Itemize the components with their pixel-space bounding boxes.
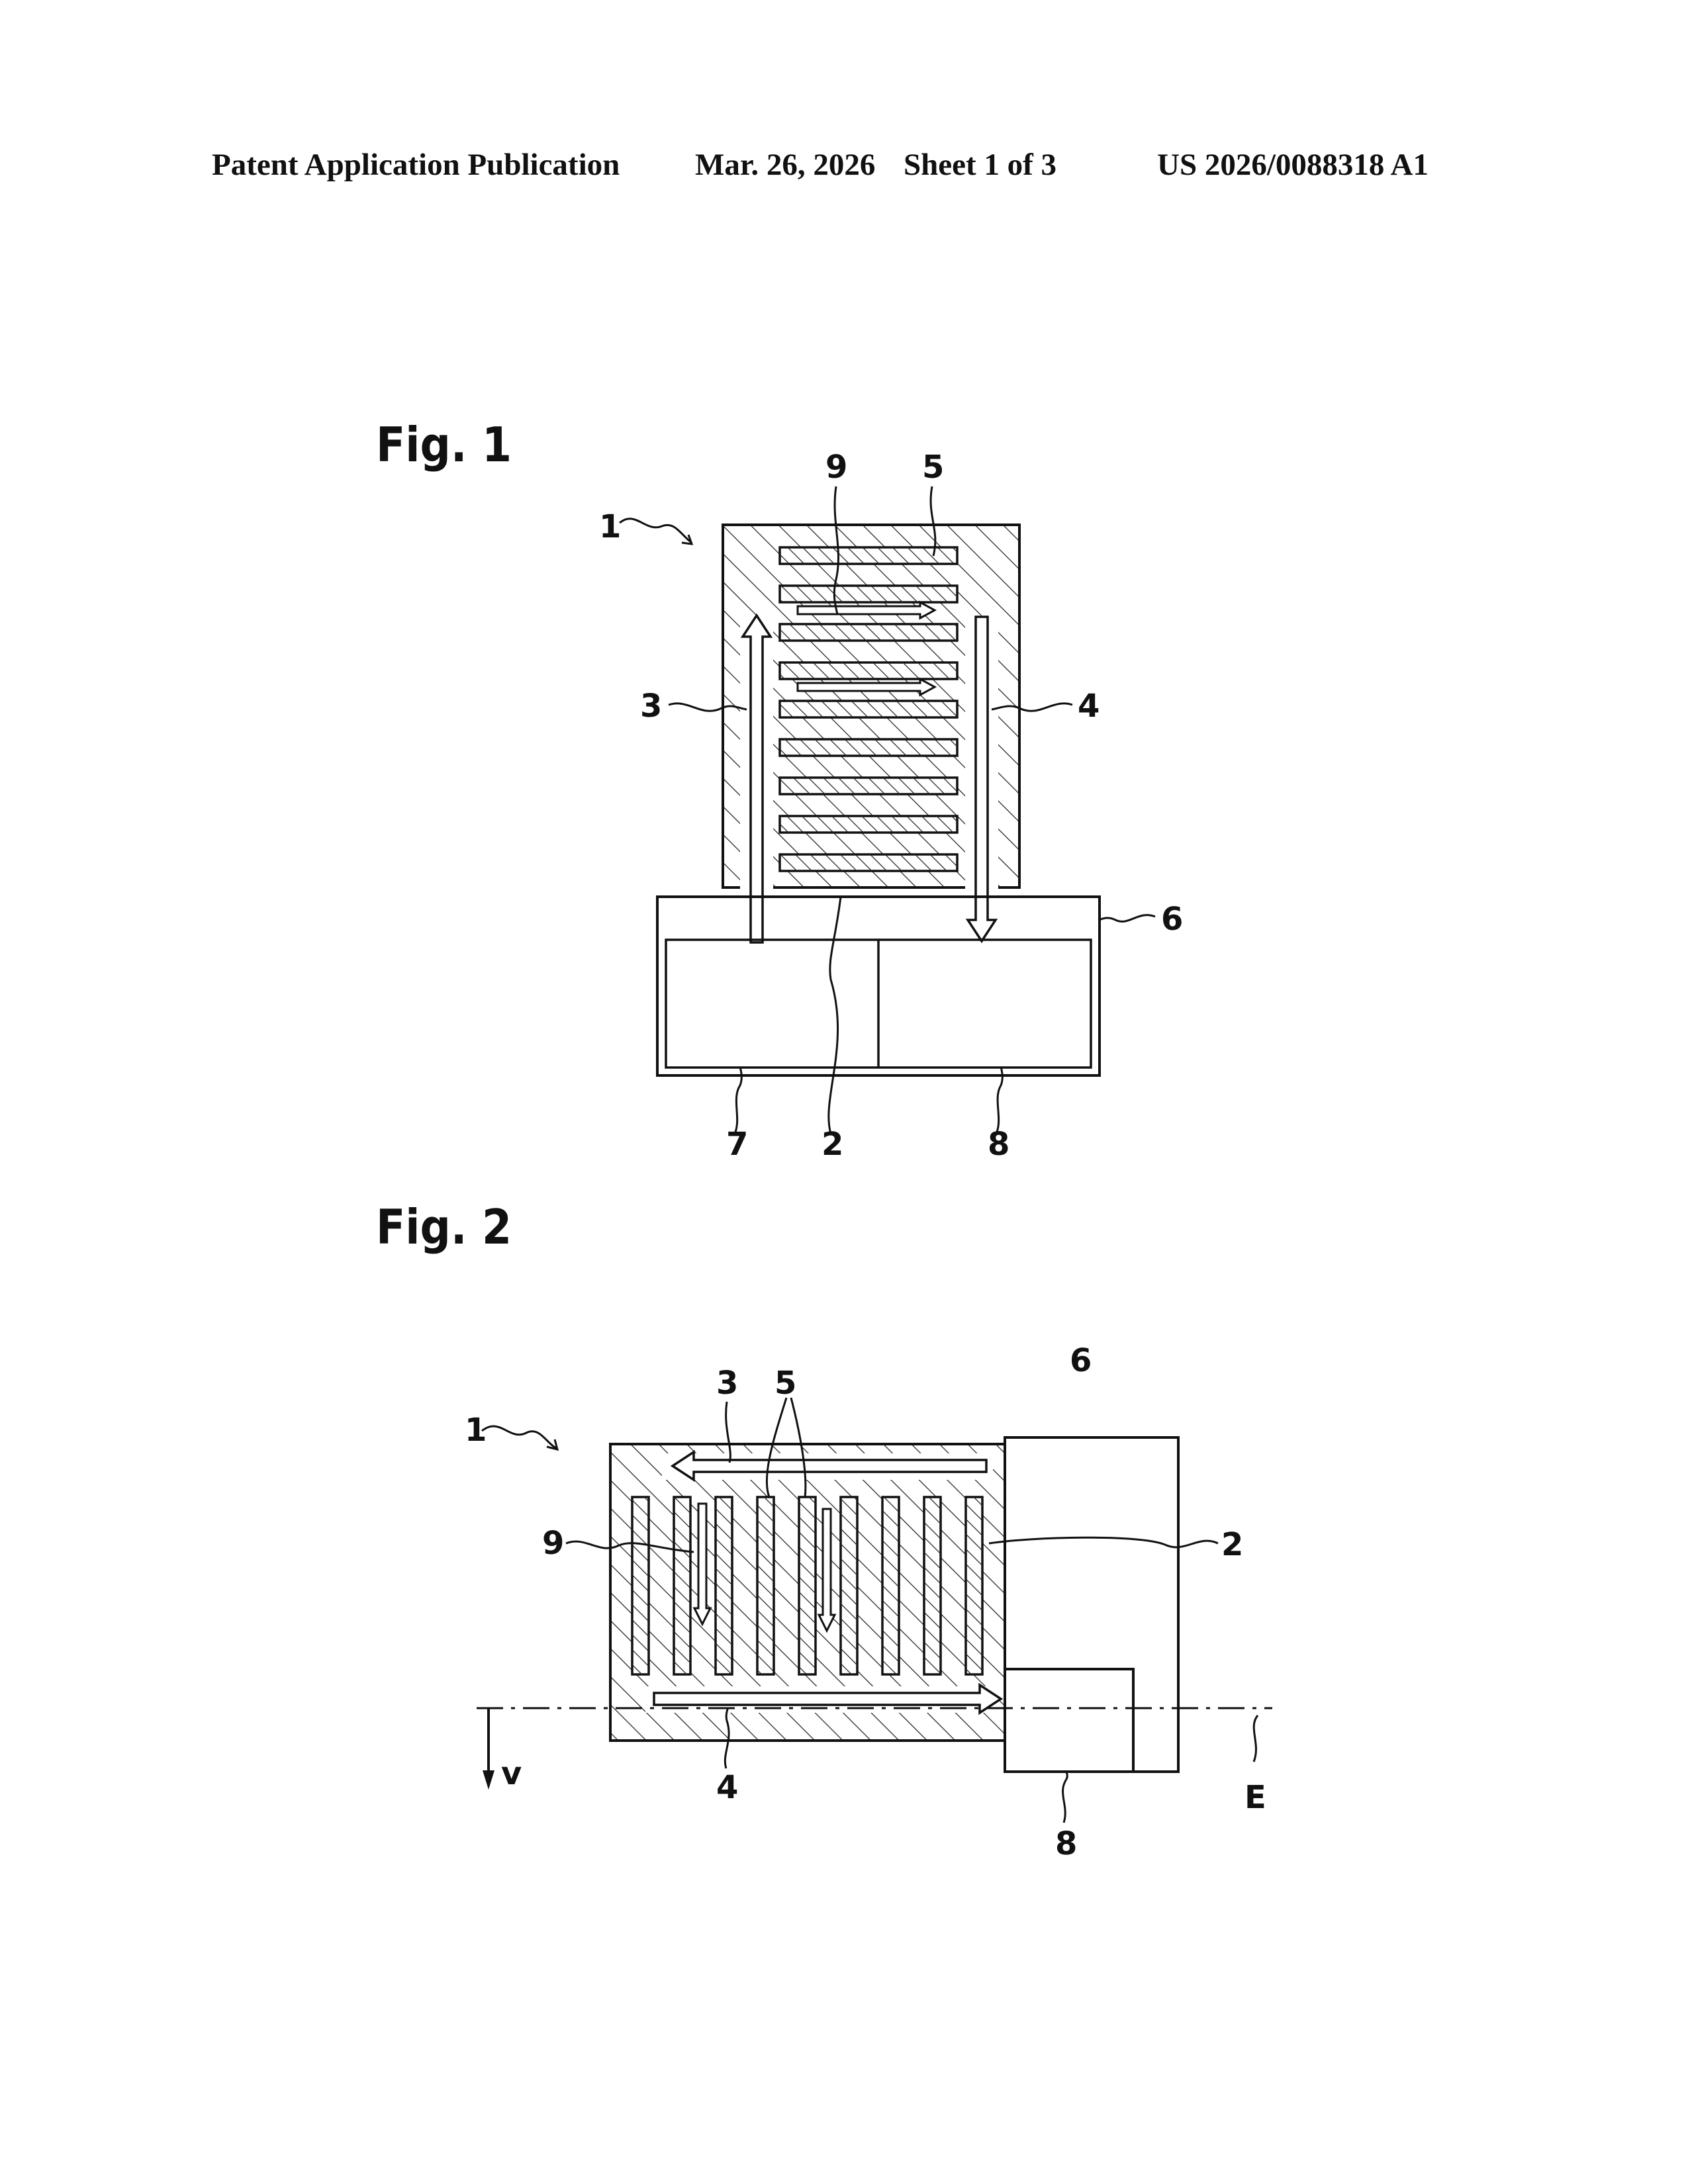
fig2-ref-8: 8 (1055, 1825, 1077, 1862)
fig2-housing-6 (1005, 1437, 1178, 1772)
fig1-ref-2: 2 (821, 1126, 843, 1163)
fig1-ref-6: 6 (1161, 901, 1183, 938)
fig1-ref-1: 1 (599, 508, 621, 545)
fig2-ref-2: 2 (1221, 1526, 1243, 1563)
fig2-v-arrowhead (483, 1770, 494, 1790)
fig2-plates (632, 1497, 982, 1674)
fig1-ref-4: 4 (1078, 688, 1100, 725)
fig1-ref-8: 8 (988, 1126, 1009, 1163)
fig2-ref-6: 6 (1070, 1342, 1092, 1379)
fig1-ref-3: 3 (640, 688, 662, 725)
fig2-ref-E: E (1244, 1779, 1266, 1816)
fig2-ref-5: 5 (774, 1365, 796, 1402)
fig1-ref-9: 9 (825, 449, 847, 486)
fig2-ref-1: 1 (465, 1412, 487, 1449)
fig2-ref-4: 4 (716, 1769, 738, 1806)
fig2-drawing: 1 3 5 6 9 2 v 4 E 8 (465, 1342, 1272, 1862)
fig1-plates (780, 547, 957, 871)
fig1-ref-5: 5 (922, 449, 944, 486)
fig2-ref-9: 9 (542, 1525, 564, 1562)
fig2-ref-3: 3 (716, 1365, 738, 1402)
fig1-ref-7: 7 (726, 1126, 748, 1163)
fig2-ref-v: v (501, 1755, 522, 1792)
fig1-drawing: 1 9 5 3 4 6 7 2 8 (599, 449, 1183, 1163)
